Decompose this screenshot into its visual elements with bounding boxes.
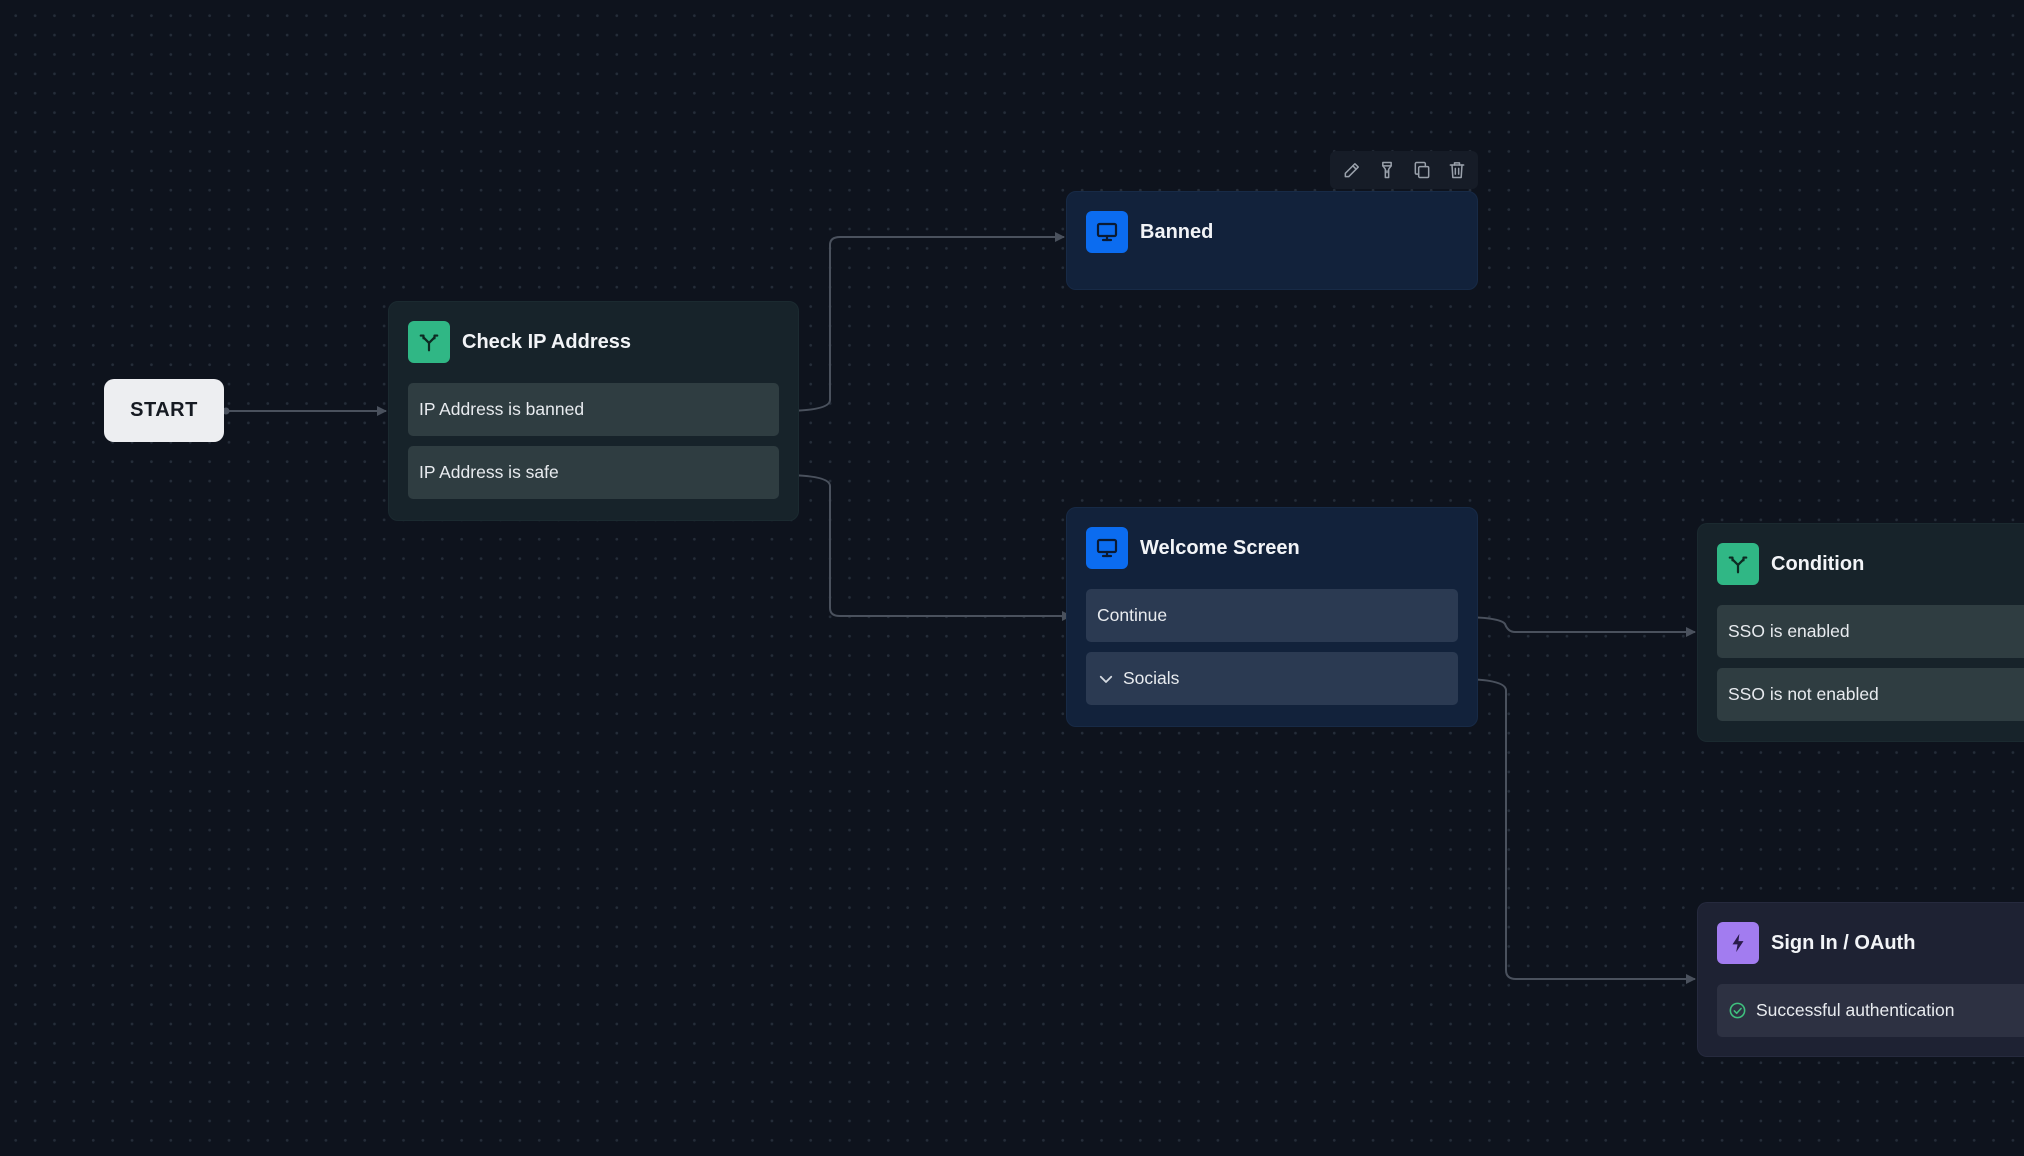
option-label: Successful authentication xyxy=(1756,1000,1955,1020)
node-toolbar xyxy=(1330,151,1478,189)
check-ip-node[interactable]: Check IP Address IP Address is banned IP… xyxy=(388,301,799,521)
check-circle-icon xyxy=(1728,1001,1747,1020)
condition-header: Condition xyxy=(1717,543,2024,585)
check-ip-header: Check IP Address xyxy=(408,321,779,363)
banned-header: Banned xyxy=(1086,211,1458,253)
edge-banned-to-banned-screen xyxy=(780,232,1065,412)
trash-icon[interactable] xyxy=(1442,155,1472,185)
condition-node[interactable]: Condition SSO is enabled SSO is not enab… xyxy=(1697,523,2024,742)
option-label: Continue xyxy=(1097,605,1168,625)
signin-oauth-node[interactable]: Sign In / OAuth Successful authenticatio… xyxy=(1697,902,2024,1057)
edge-continue-to-condition xyxy=(1457,616,1696,637)
option-sso-not-enabled[interactable]: SSO is not enabled xyxy=(1717,668,2024,721)
banned-node[interactable]: Banned xyxy=(1066,191,1478,290)
monitor-icon xyxy=(1086,211,1128,253)
edge-safe-to-welcome xyxy=(780,474,1072,621)
option-sso-enabled[interactable]: SSO is enabled xyxy=(1717,605,2024,658)
welcome-header: Welcome Screen xyxy=(1086,527,1458,569)
node-title: Welcome Screen xyxy=(1140,536,1300,559)
pencil-icon[interactable] xyxy=(1337,155,1367,185)
start-node[interactable]: START xyxy=(104,379,224,442)
option-continue[interactable]: Continue xyxy=(1086,589,1458,642)
node-title: Banned xyxy=(1140,220,1214,243)
lightning-icon xyxy=(1717,922,1759,964)
node-title: Condition xyxy=(1771,552,1865,575)
chevron-down-icon[interactable] xyxy=(1097,670,1115,688)
welcome-screen-node[interactable]: Welcome Screen Continue Socials xyxy=(1066,507,1478,727)
option-label: IP Address is safe xyxy=(419,462,559,482)
option-ip-banned[interactable]: IP Address is banned xyxy=(408,383,779,436)
option-label: SSO is enabled xyxy=(1728,621,1850,641)
edge-socials-to-signin xyxy=(1457,678,1696,984)
signin-header: Sign In / OAuth xyxy=(1717,922,2024,964)
option-label: SSO is not enabled xyxy=(1728,684,1879,704)
option-ip-safe[interactable]: IP Address is safe xyxy=(408,446,779,499)
node-title: Check IP Address xyxy=(462,330,631,353)
node-title: Sign In / OAuth xyxy=(1771,931,1916,954)
start-label: START xyxy=(130,399,198,421)
option-successful-auth[interactable]: Successful authentication xyxy=(1717,984,2024,1037)
copy-icon[interactable] xyxy=(1407,155,1437,185)
option-socials[interactable]: Socials xyxy=(1086,652,1458,705)
flashlight-icon[interactable] xyxy=(1372,155,1402,185)
branch-icon xyxy=(1717,543,1759,585)
option-label: IP Address is banned xyxy=(419,399,585,419)
option-label: Socials xyxy=(1123,668,1180,688)
monitor-icon xyxy=(1086,527,1128,569)
branch-icon xyxy=(408,321,450,363)
